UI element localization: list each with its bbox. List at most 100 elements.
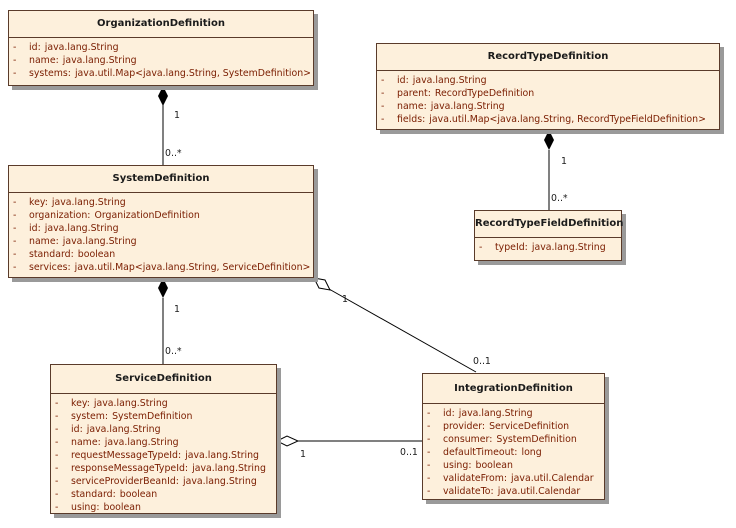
attribute-name: using bbox=[71, 502, 97, 513]
attribute-row: -id:java.lang.String bbox=[423, 407, 604, 420]
attribute-type: SystemDefinition bbox=[112, 411, 193, 422]
attribute-separator: : bbox=[405, 75, 409, 86]
attribute-visibility: - bbox=[13, 262, 17, 273]
recordtype-field-multiplicity-many: 0..* bbox=[551, 193, 568, 204]
system-aggregation-diamond-icon bbox=[313, 277, 331, 291]
attribute-separator: : bbox=[112, 489, 116, 500]
attribute-separator: : bbox=[70, 249, 74, 260]
attribute-visibility: - bbox=[55, 398, 59, 409]
attribute-separator: : bbox=[503, 473, 508, 484]
attribute-type: java.util.Map<java.lang.String, RecordTy… bbox=[429, 114, 706, 125]
attribute-visibility: - bbox=[55, 424, 59, 435]
attribute-type: java.util.Calendar bbox=[511, 473, 594, 484]
attribute-name: system bbox=[71, 411, 105, 422]
attribute-type: boolean bbox=[103, 502, 141, 513]
attribute-visibility: - bbox=[13, 210, 17, 221]
attribute-visibility: - bbox=[381, 101, 385, 112]
attribute-row: -using:boolean bbox=[51, 501, 276, 514]
attribute-type: java.lang.String bbox=[458, 408, 533, 419]
attribute-name: typeId bbox=[495, 242, 525, 253]
attribute-row: -standard:boolean bbox=[51, 488, 276, 501]
attribute-name: id bbox=[397, 75, 406, 86]
attribute-row: -name:java.lang.String bbox=[51, 436, 276, 449]
class-organization-definition[interactable]: OrganizationDefinition -id:java.lang.Str… bbox=[8, 10, 314, 86]
attribute-type: java.util.Map<java.lang.String, SystemDe… bbox=[74, 68, 312, 79]
system-service-multiplicity-one: 1 bbox=[174, 304, 180, 315]
attribute-row: -validateTo:java.util.Calendar bbox=[423, 485, 604, 498]
attribute-separator: : bbox=[451, 408, 455, 419]
attribute-name: responseMessageTypeId bbox=[71, 463, 185, 474]
attribute-separator: : bbox=[37, 42, 41, 53]
attribute-separator: : bbox=[37, 223, 41, 234]
attribute-separator: : bbox=[79, 424, 83, 435]
org-system-multiplicity-one: 1 bbox=[174, 110, 180, 121]
attribute-separator: : bbox=[55, 236, 59, 247]
attribute-visibility: - bbox=[381, 114, 385, 125]
attribute-name: consumer bbox=[443, 434, 490, 445]
attribute-visibility: - bbox=[381, 88, 385, 99]
attribute-type: java.lang.String bbox=[44, 42, 119, 53]
attribute-visibility: - bbox=[55, 411, 59, 422]
attribute-visibility: - bbox=[55, 476, 59, 487]
attribute-list: - key: java.lang.String - system: SystemDefin… bbox=[51, 394, 276, 514]
attribute-name: id bbox=[71, 424, 80, 435]
attribute-name: name bbox=[29, 236, 56, 247]
attribute-name: requestMessageTypeId bbox=[71, 450, 178, 461]
class-title: SystemDefinition bbox=[9, 166, 313, 193]
attribute-separator: : bbox=[86, 398, 90, 409]
attribute-name: id bbox=[443, 408, 452, 419]
attribute-row: -provider:ServiceDefinition bbox=[423, 420, 604, 433]
class-record-type-field-definition[interactable]: RecordTypeFieldDefinition -typeId:java.l… bbox=[474, 210, 623, 261]
class-title: RecordTypeFieldDefinition bbox=[475, 211, 623, 238]
attribute-visibility: - bbox=[55, 450, 59, 461]
attribute-separator: : bbox=[423, 101, 427, 112]
attribute-row: -id:java.lang.String bbox=[9, 41, 313, 54]
class-record-type-definition[interactable]: RecordTypeDefinition -id:java.lang.Strin… bbox=[376, 43, 720, 130]
class-title: IntegrationDefinition bbox=[423, 374, 604, 404]
attribute-type: long bbox=[521, 447, 542, 458]
attribute-separator: : bbox=[177, 450, 182, 461]
attribute-name: using bbox=[443, 460, 469, 471]
attribute-row: -system:SystemDefinition bbox=[51, 410, 276, 423]
attribute-type: java.lang.String bbox=[182, 476, 257, 487]
class-integration-definition[interactable]: IntegrationDefinition -id:java.lang.Stri… bbox=[422, 373, 605, 500]
attribute-type: java.lang.String bbox=[62, 55, 137, 66]
attribute-name: name bbox=[71, 437, 98, 448]
attribute-name: defaultTimeout bbox=[443, 447, 515, 458]
class-service-definition[interactable]: ServiceDefinition -key:java.lang.String-… bbox=[50, 364, 277, 514]
attribute-name: validateFrom bbox=[443, 473, 504, 484]
attribute-name: provider bbox=[443, 421, 482, 432]
attribute-row: -key:java.lang.String bbox=[51, 397, 276, 410]
attribute-visibility: - bbox=[427, 486, 431, 497]
attribute-separator: : bbox=[67, 68, 71, 79]
class-system-definition[interactable]: SystemDefinition -key:java.lang.String-o… bbox=[8, 165, 314, 278]
attribute-type: boolean bbox=[475, 460, 513, 471]
attribute-visibility: - bbox=[55, 502, 59, 513]
attribute-visibility: - bbox=[427, 421, 431, 432]
class-title: ServiceDefinition bbox=[51, 365, 276, 394]
attribute-visibility: - bbox=[427, 447, 431, 458]
attribute-row: -fields:java.util.Map<java.lang.String, … bbox=[377, 113, 719, 126]
attribute-separator: : bbox=[481, 421, 486, 432]
attribute-separator: : bbox=[490, 486, 494, 497]
attribute-type: java.lang.String bbox=[104, 437, 179, 448]
attribute-row: -requestMessageTypeId:java.lang.String bbox=[51, 449, 276, 462]
attribute-row: -organization:OrganizationDefinition bbox=[9, 209, 313, 222]
attribute-name: fields bbox=[397, 114, 423, 125]
attribute-row: -id:java.lang.String bbox=[377, 74, 719, 87]
attribute-visibility: - bbox=[427, 473, 431, 484]
attribute-name: parent bbox=[397, 88, 428, 99]
attribute-visibility: - bbox=[13, 249, 17, 260]
attribute-row: -name:java.lang.String bbox=[377, 100, 719, 113]
attribute-name: services bbox=[29, 262, 68, 273]
attribute-row: -typeId:java.lang.String bbox=[475, 241, 621, 254]
service-integration-multiplicity-one: 1 bbox=[300, 449, 306, 460]
attribute-visibility: - bbox=[13, 68, 17, 79]
attribute-type: boolean bbox=[77, 249, 116, 260]
attribute-row: -id:java.lang.String bbox=[9, 222, 313, 235]
attribute-list: -id:java.lang.String-provider:ServiceDef… bbox=[423, 404, 604, 498]
attribute-row: -standard:boolean bbox=[9, 248, 313, 261]
attribute-name: key bbox=[71, 398, 87, 409]
class-title: OrganizationDefinition bbox=[9, 11, 313, 38]
attribute-name: name bbox=[397, 101, 424, 112]
